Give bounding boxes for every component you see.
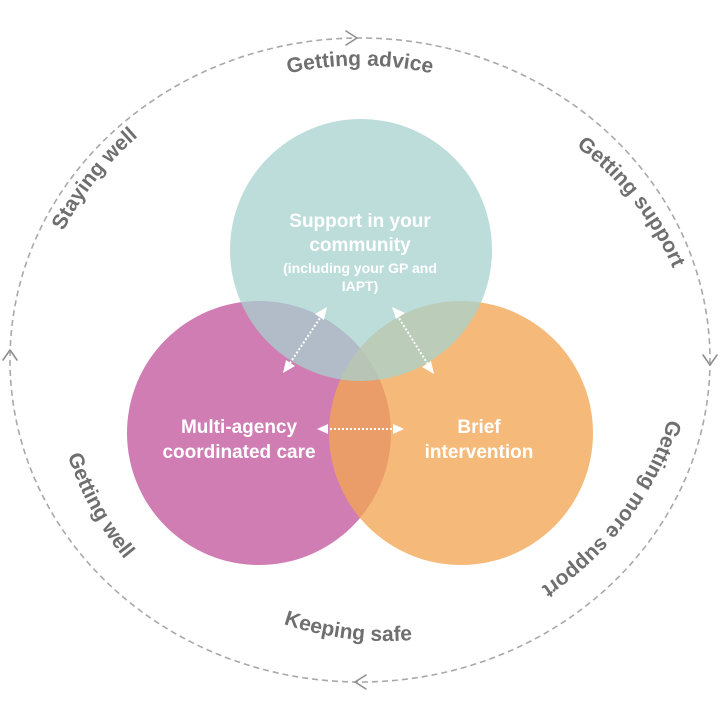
outer-cycle-ring xyxy=(2,30,718,690)
arrow-bottom-icon xyxy=(354,674,367,690)
arrowhead-icon xyxy=(317,424,328,434)
connector-community-brief xyxy=(392,307,434,374)
ring-label-getting-advice: Getting advice xyxy=(285,47,436,78)
multi-agency-line1: Multi-agency xyxy=(181,417,298,438)
connector-community-multi xyxy=(283,307,327,373)
arrowhead-icon xyxy=(393,424,404,434)
ring-label-getting-support: Getting support xyxy=(573,132,689,270)
arrow-left-icon xyxy=(2,349,18,361)
community-support-text: Support in your community (including you… xyxy=(283,211,437,294)
ring-label-keeping-safe: Keeping safe xyxy=(282,607,413,646)
connector-multi-brief xyxy=(317,424,404,434)
multi-agency-line2: coordinated care xyxy=(162,442,315,463)
arrowhead-icon xyxy=(283,360,295,373)
community-subtitle-line2: IAPT) xyxy=(342,278,379,294)
brief-line2: intervention xyxy=(425,442,534,463)
community-title-line1: Support in your xyxy=(289,211,431,232)
brief-line1: Brief xyxy=(457,417,501,438)
brief-intervention-text: Brief intervention xyxy=(425,417,534,463)
circle-community-support xyxy=(230,119,492,381)
multi-agency-text: Multi-agency coordinated care xyxy=(162,417,315,463)
arrow-top-icon xyxy=(345,30,358,46)
arrowhead-icon xyxy=(392,307,405,319)
community-subtitle-line1: (including your GP and xyxy=(283,260,437,276)
community-title-line2: community xyxy=(309,235,411,256)
arrowhead-icon xyxy=(315,307,327,320)
dashed-ring-path xyxy=(9,37,711,683)
ring-label-staying-well: Staying well xyxy=(47,123,141,234)
arrow-right-icon xyxy=(702,354,718,366)
arrowhead-icon xyxy=(422,361,434,374)
